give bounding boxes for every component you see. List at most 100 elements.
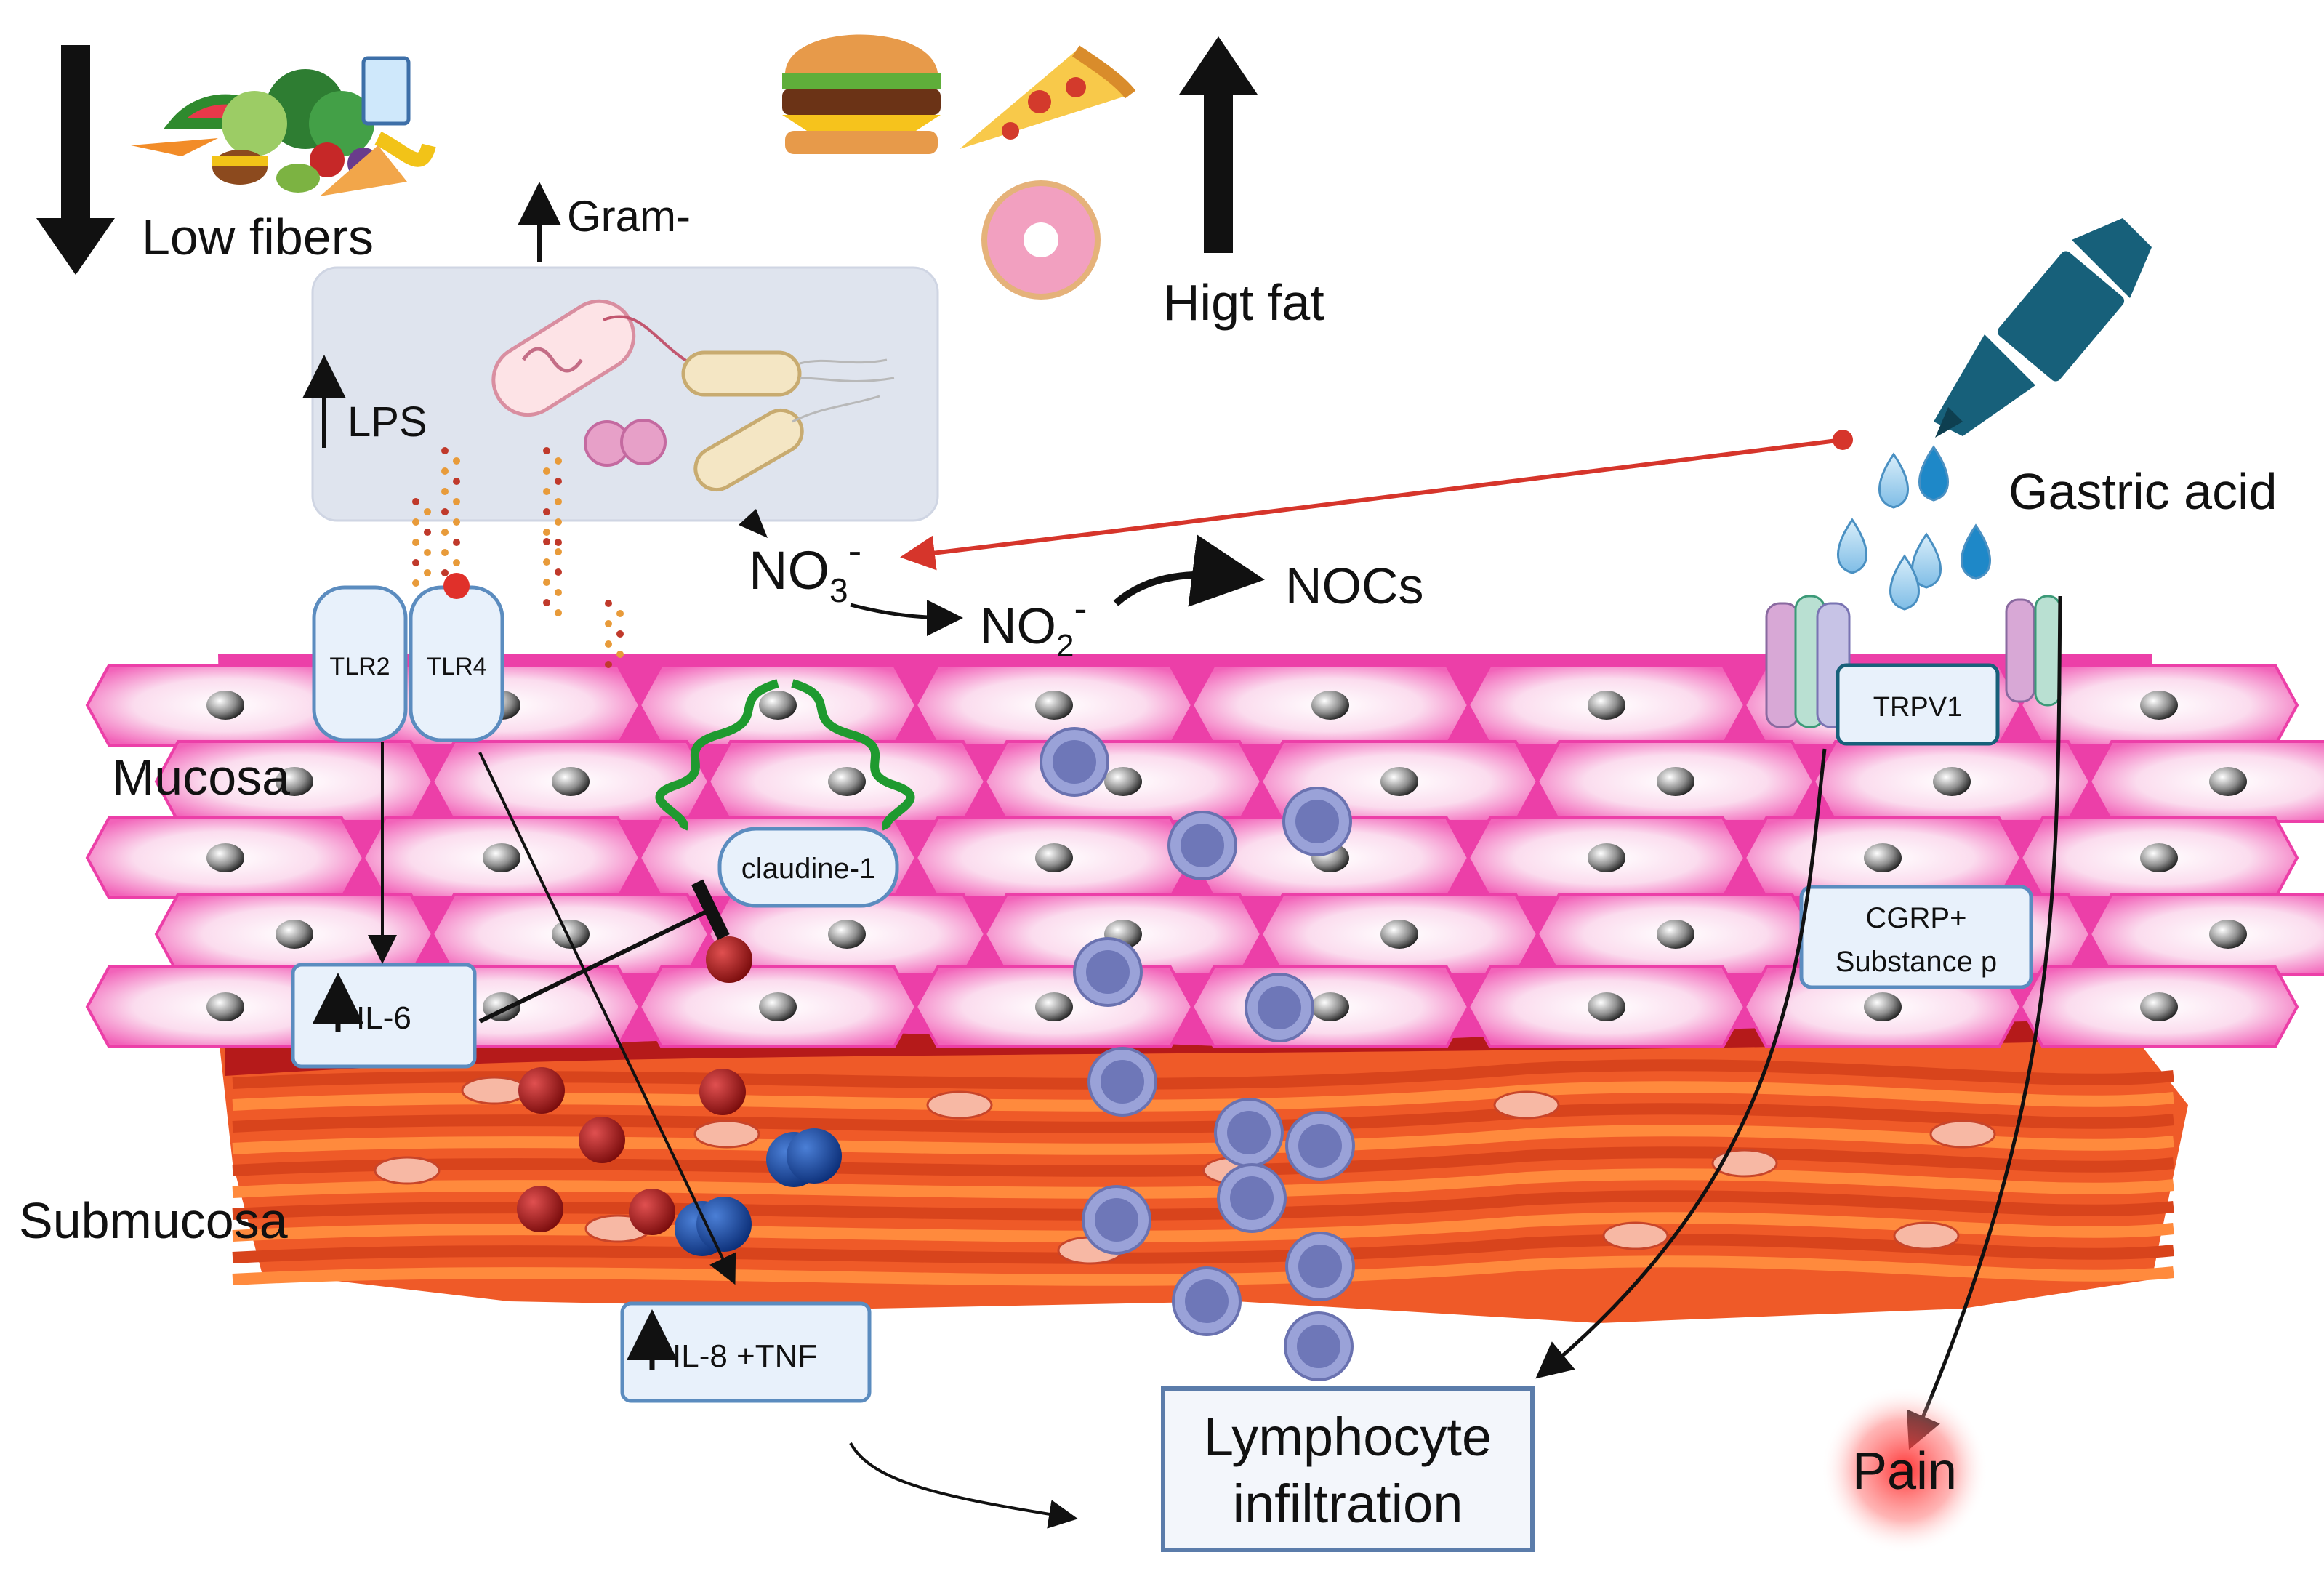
lps-dot: [453, 478, 460, 485]
cgrp-label: CGRP+: [1866, 902, 1967, 934]
lps-dot: [424, 529, 431, 536]
lymphocyte-nucleus: [1181, 824, 1224, 867]
muscle-fiber: [232, 1081, 2174, 1112]
cell-nucleus: [206, 691, 244, 720]
pain-label: Pain: [1852, 1442, 1957, 1500]
lps-dot: [543, 529, 550, 536]
lps-dot: [555, 589, 562, 596]
il6-inhibits-claudine: [478, 879, 730, 1024]
lps-dot: [605, 600, 612, 607]
high-fat-label: Higt fat: [1163, 274, 1324, 331]
tlr4-to-il8-arrow: [478, 752, 736, 1285]
cgrp-box: CGRP+ Substance p: [1799, 885, 2033, 989]
red-cell: [518, 1067, 565, 1114]
lps-dot: [605, 661, 612, 668]
low-fibers-label: Low fibers: [142, 209, 374, 265]
cell-nucleus: [759, 691, 797, 720]
tlr4-receptor: TLR4: [409, 573, 504, 742]
red-cell: [517, 1186, 563, 1232]
gram-neg-indicator: Gram-: [518, 182, 691, 262]
down-arrow-icon: [36, 218, 115, 275]
fiber-nucleus: [461, 1076, 528, 1105]
trpv1-channel-left: [1765, 595, 1851, 728]
red-cell: [706, 936, 752, 983]
muscle-fiber: [232, 1234, 2174, 1264]
fiber-nucleus: [374, 1156, 441, 1185]
il8-to-lymphocyte-arrow: [849, 1442, 1078, 1529]
cell-nucleus: [2140, 691, 2178, 720]
tlr2-receptor: TLR2: [312, 585, 408, 742]
lps-dot: [441, 467, 449, 475]
lymphocyte-nucleus: [1227, 1111, 1271, 1154]
claudine-label: claudine-1: [741, 853, 876, 885]
lps-dot: [555, 478, 562, 485]
lps-dot: [616, 610, 624, 617]
cell-nucleus: [1380, 920, 1418, 949]
lymphocyte-nucleus: [1297, 1325, 1340, 1368]
il6-label: IL-6: [356, 1000, 411, 1036]
trpv1-to-pain-arrow: [1906, 595, 2062, 1450]
substance-p-label: Substance p: [1836, 946, 1997, 978]
acid-drop-icon: [1918, 445, 1949, 502]
tight-junction-icon: [655, 679, 915, 831]
lymphocytes: [1040, 727, 1355, 1381]
lymphocyte-nucleus: [1101, 1060, 1144, 1104]
cell-nucleus: [1311, 992, 1349, 1021]
cell-nucleus: [2140, 992, 2178, 1021]
lps-dot: [555, 568, 562, 576]
cell-nucleus: [1588, 691, 1625, 720]
lps-dot: [424, 508, 431, 515]
lps-dot: [555, 539, 562, 546]
acid-drop-icon: [1837, 518, 1867, 574]
lps-dot: [605, 640, 612, 648]
lps-dot: [543, 488, 550, 495]
il8-tnf-label: IL-8 +TNF: [672, 1338, 817, 1374]
acid-drop-icon: [1878, 452, 1909, 509]
lps-dot: [555, 609, 562, 616]
high-fat-indicator: Higt fat: [1163, 36, 1324, 331]
small-arrowhead-icon: [739, 509, 768, 538]
acid-drop-icon: [1911, 532, 1942, 589]
lps-indicator: LPS: [302, 355, 427, 448]
muscle-fiber: [232, 1103, 2174, 1133]
lps-dot: [441, 549, 449, 556]
trpv1-to-lymphocyte-arrow: [1535, 748, 1827, 1379]
muscle-fiber: [232, 1190, 2174, 1221]
cell-nucleus: [1657, 920, 1694, 949]
gastric-acid-arrow: [900, 430, 1853, 571]
lps-dot: [441, 488, 449, 495]
cell-nucleus: [1864, 843, 1902, 872]
lps-dot: [412, 559, 419, 566]
nocs-label: NOCs: [1285, 558, 1424, 614]
fiber-nucleus: [693, 1120, 760, 1149]
cell-nucleus: [1588, 992, 1625, 1021]
lps-label: LPS: [347, 398, 427, 446]
no2-label: NO2-: [980, 587, 1087, 664]
lps-dot: [543, 599, 550, 606]
lps-dot: [543, 447, 550, 454]
cell-nucleus: [1933, 767, 1971, 796]
lps-dot: [605, 620, 612, 627]
lps-dot: [555, 457, 562, 465]
cell-nucleus: [1380, 767, 1418, 796]
il8-tnf-box: IL-8 +TNF: [620, 1301, 872, 1403]
donut-icon: [981, 180, 1101, 300]
no3-label: NO3-: [749, 527, 861, 609]
red-cell: [699, 1069, 746, 1115]
bacillus-icon: [681, 350, 895, 397]
lymphocyte-nucleus: [1295, 800, 1339, 843]
lps-dot: [555, 518, 562, 526]
pizza-icon: [960, 45, 1136, 149]
submucosa-label: Submucosa: [19, 1192, 288, 1249]
lps-dot: [453, 559, 460, 566]
tlr4-label: TLR4: [426, 653, 486, 680]
lps-dot: [555, 498, 562, 505]
lps-dot: [412, 579, 419, 587]
trpv1-channel-right: [2005, 595, 2062, 707]
lps-dot: [543, 579, 550, 586]
vegetables-icon: [131, 56, 436, 196]
cell-nucleus: [206, 992, 244, 1021]
cell-nucleus: [1035, 691, 1073, 720]
cell-nucleus: [828, 920, 866, 949]
